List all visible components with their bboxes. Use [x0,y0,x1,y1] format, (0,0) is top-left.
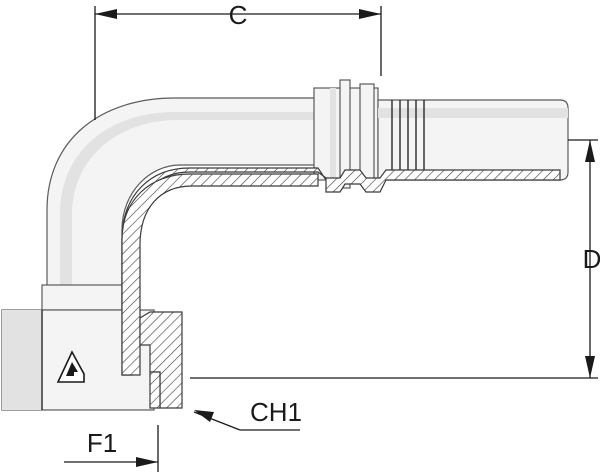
elbow-tube [46,97,316,301]
hose-tail-barbs [391,100,425,180]
brand-logo-icon [56,350,85,383]
leader-ch1: CH1 [193,397,302,431]
collar-groove-2 [359,83,375,185]
dimension-d: D [190,139,600,379]
bore-wall-section [121,167,561,376]
bore-wall-inner [121,173,319,376]
hose-tail [377,99,569,181]
dimension-c: C [94,0,382,120]
fitting-body [1,79,569,411]
label-d: D [583,244,600,274]
label-c: C [229,0,248,30]
label-ch1: CH1 [250,397,302,427]
dimension-f1: F1 [64,425,159,472]
seat-section [149,371,161,409]
nut-neck [41,284,123,311]
collar-groove [339,79,351,189]
section-cut [121,167,561,409]
label-f1: F1 [87,428,117,458]
